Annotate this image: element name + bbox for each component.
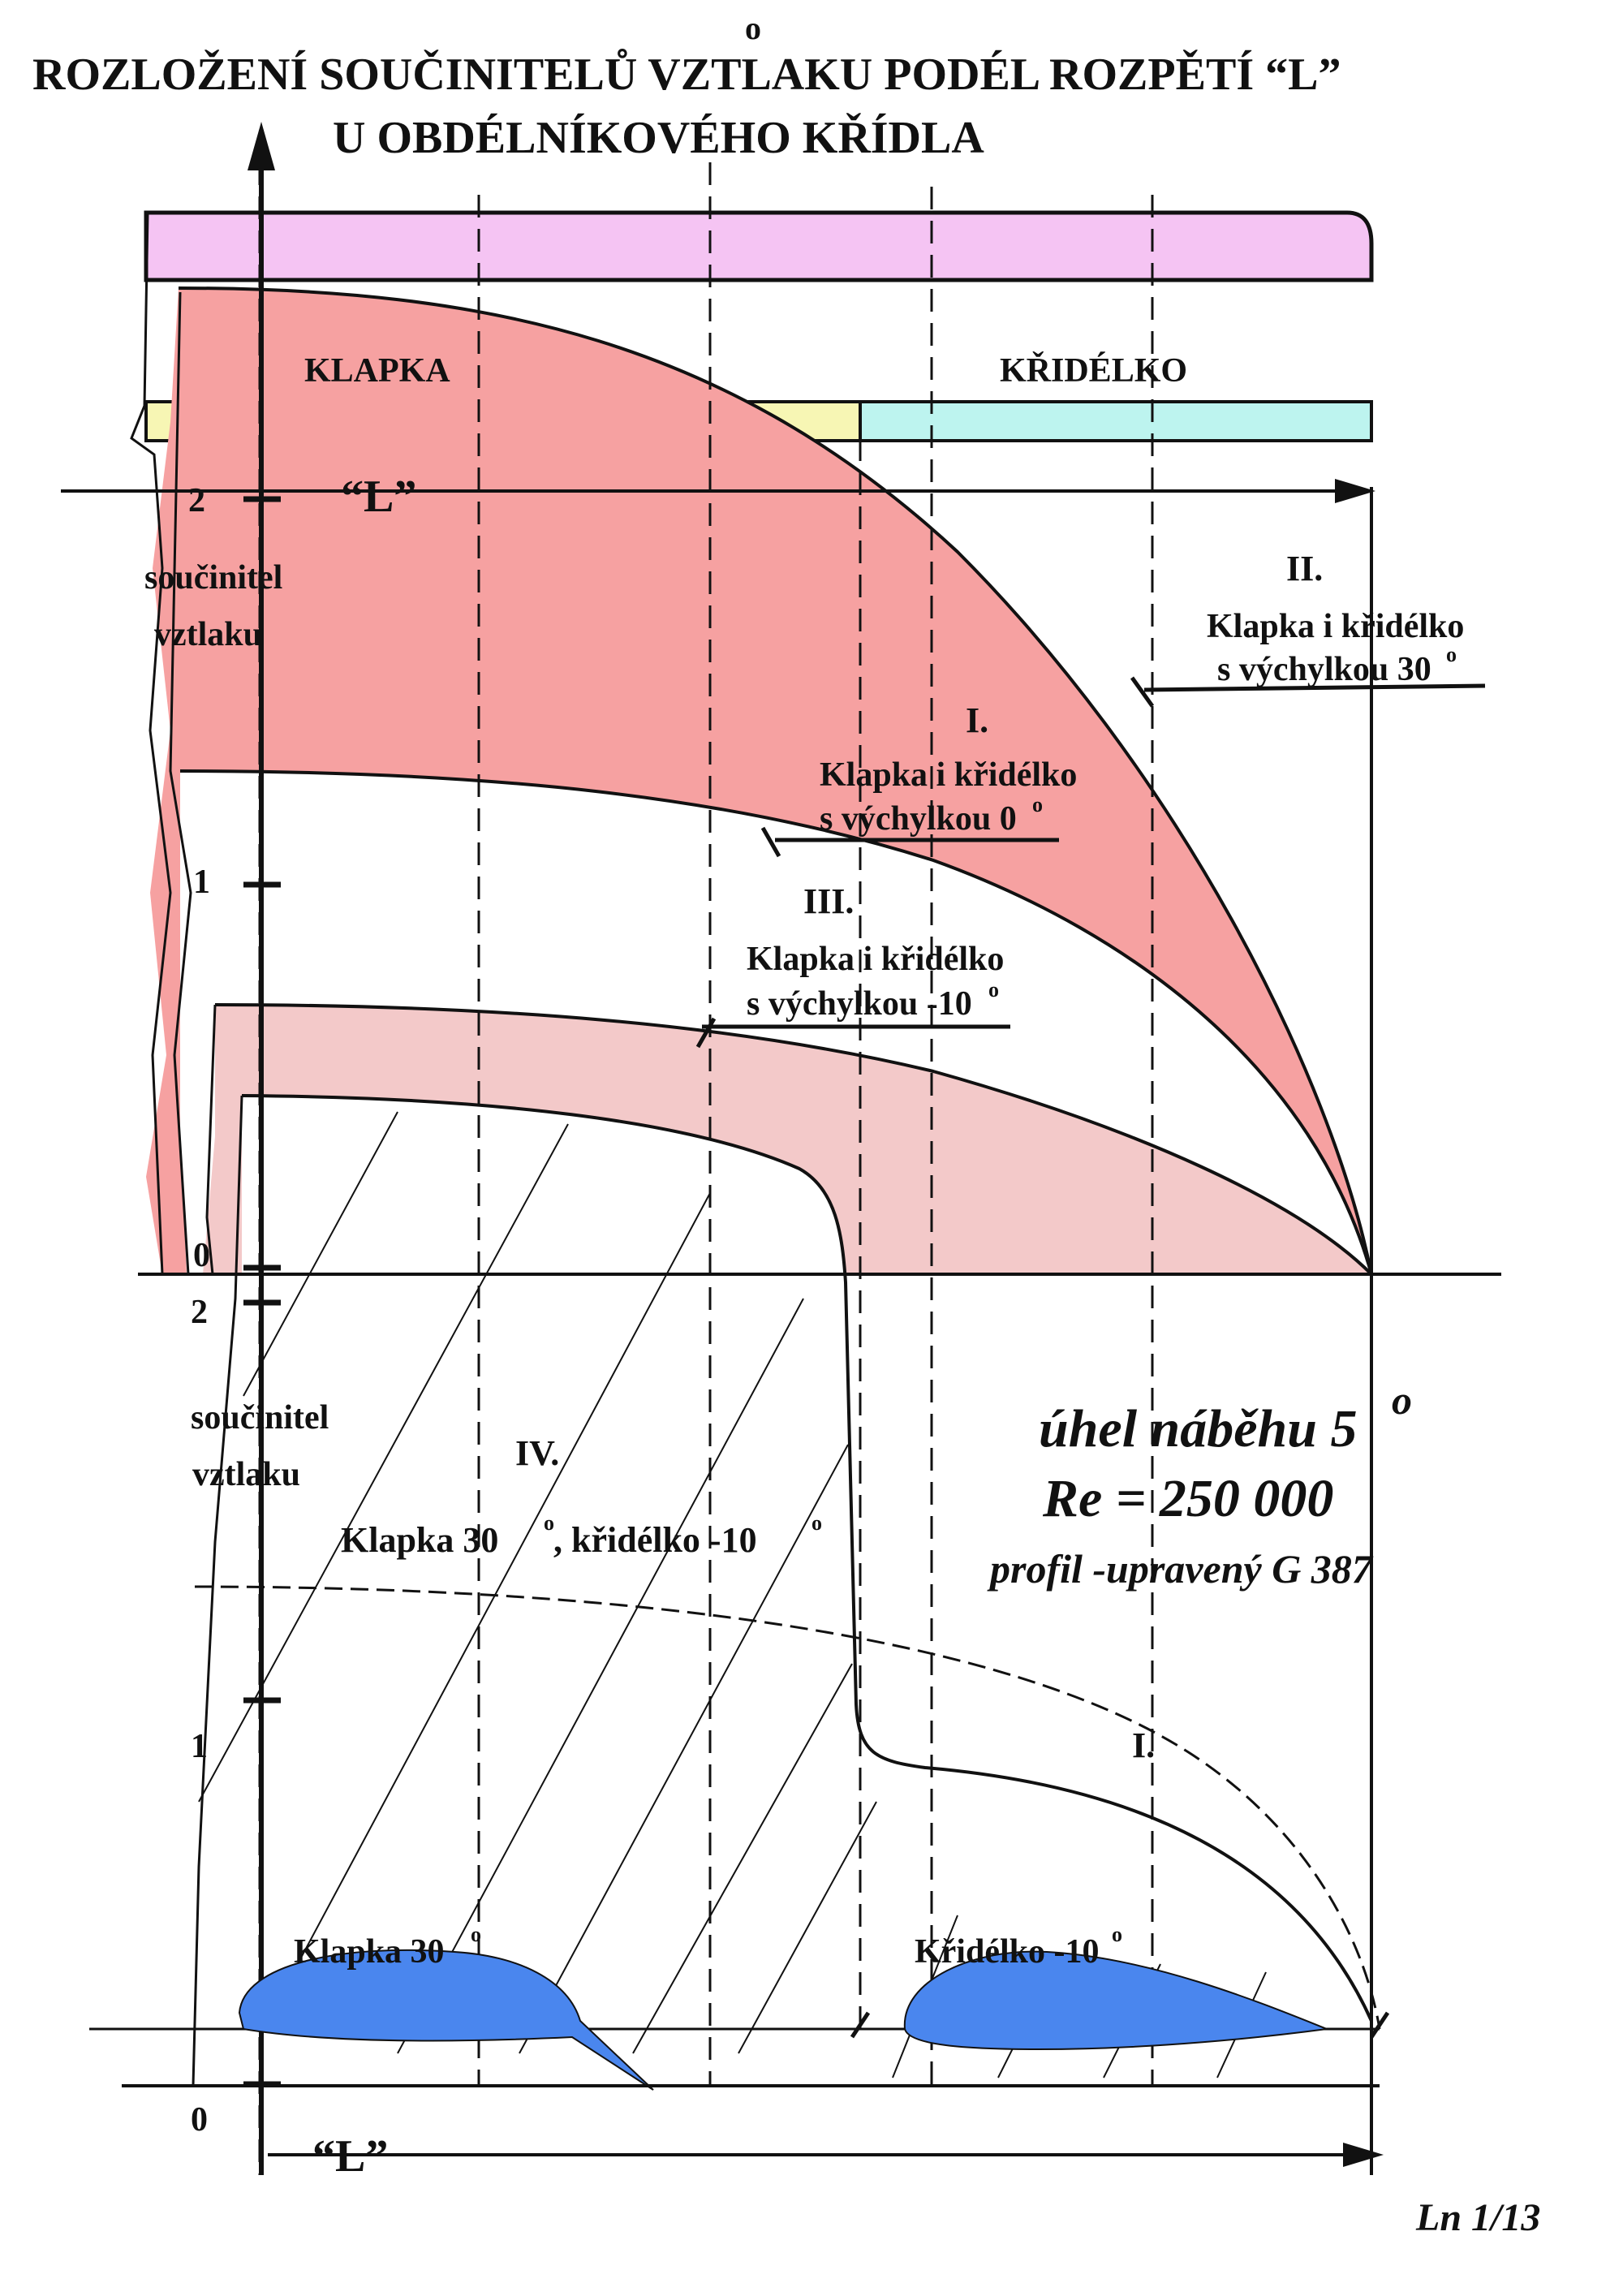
- sheet-number: Ln 1/13: [1415, 2196, 1540, 2239]
- aileron-label: KŘIDÉLKO: [1000, 351, 1187, 390]
- curve-ii-line: [178, 286, 1373, 1275]
- curve-ii-deg: o: [1446, 643, 1457, 666]
- y-axis-arrow: [248, 122, 275, 170]
- upper-span-arrow: [1335, 479, 1375, 503]
- curve-i-desc-1: Klapka i křidélko: [820, 756, 1077, 794]
- curve-iv-desc-b: , křidélko -10: [553, 1520, 757, 1560]
- curve-ii-desc-1: Klapka i křidélko: [1207, 608, 1464, 645]
- curve-iii-line: [214, 1003, 1373, 1276]
- wing-outline: [144, 210, 1374, 282]
- aileron-section-label: Křidélko -10: [915, 1933, 1100, 1971]
- curve-iii-desc-1: Klapka i křidélko: [747, 941, 1004, 978]
- curve-i-lower-dashed: [194, 1585, 1381, 2030]
- lower-curve-i-roman: I.: [1132, 1725, 1155, 1765]
- curve-i-roman: I.: [966, 700, 988, 740]
- angle-of-attack-deg: o: [1392, 1377, 1412, 1423]
- upper-axis-label-2: vztlaku: [154, 616, 262, 653]
- lower-axis-label-2: vztlaku: [192, 1456, 300, 1493]
- aileron-section-deg: o: [1112, 1923, 1122, 1946]
- upper-span-label: “L”: [341, 472, 416, 522]
- curve-i-line: [179, 769, 1373, 1275]
- lower-axis-label-1: součinitel: [191, 1399, 329, 1437]
- upper-axis-label-1: součinitel: [144, 559, 282, 597]
- angle-of-attack: úhel náběhu 5: [1039, 1399, 1357, 1458]
- curve-ii-roman: II.: [1286, 549, 1323, 588]
- flap-section-label: Klapka 30: [294, 1933, 445, 1971]
- profile-name: profil -upravený G 387: [987, 1546, 1374, 1592]
- curve-iv-desc-a: Klapka 30: [341, 1520, 498, 1560]
- left-edge-ragged-2: [169, 291, 192, 1275]
- curve-iv-deg-a: o: [544, 1511, 554, 1535]
- lower-span-arrow: [1343, 2143, 1384, 2167]
- lower-tick-2: 2: [191, 1294, 208, 1331]
- flap-airfoil: [238, 1949, 654, 2091]
- curve-iv-upper-white: [242, 1096, 844, 1274]
- upper-chart: [130, 212, 1381, 2087]
- curve-iv-line: [241, 1094, 1373, 2022]
- curve-ii-desc-2: s výchylkou 30: [1217, 651, 1431, 688]
- curve-iv-deg-b: o: [812, 1511, 822, 1535]
- left-edge-ragged-3: [205, 1004, 217, 1275]
- aileron-airfoil: [903, 1950, 1330, 2051]
- lower-tick-0: 0: [191, 2101, 208, 2139]
- flap-section-deg: o: [471, 1923, 481, 1946]
- y-axis-ticks: [243, 496, 281, 2087]
- upper-tick-0: 0: [193, 1237, 210, 1274]
- lower-tick-1: 1: [191, 1728, 208, 1765]
- curve-iv-roman: IV.: [515, 1433, 559, 1473]
- lower-span-label: “L”: [312, 2131, 388, 2182]
- flap-label: KLAPKA: [304, 352, 450, 390]
- curve-iii-desc-2: s výchylkou -10: [747, 985, 972, 1023]
- curve-iii-deg: o: [988, 978, 999, 1002]
- upper-tick-2: 2: [188, 482, 205, 519]
- left-edge-ragged-1: [130, 212, 172, 1275]
- left-edge-lower: [192, 1095, 243, 2087]
- reynolds-number: Re = 250 000: [1042, 1469, 1333, 1528]
- title-line-2: U OBDÉLNÍKOVÉHO KŘÍDLA: [333, 112, 984, 163]
- title-line-1: ROZLOŽENÍ SOUČINITELŮ VZTLAKU PODÉL ROZP…: [32, 48, 1341, 100]
- curve-i-deg: o: [1032, 793, 1043, 816]
- curve-i-desc-2: s výchylkou 0: [820, 800, 1017, 838]
- curve-iii-roman: III.: [803, 881, 854, 921]
- aileron-strip: [859, 400, 1373, 442]
- leader-lines: [695, 676, 1486, 2039]
- title-ring-accent: o: [745, 10, 761, 46]
- upper-tick-1: 1: [193, 864, 210, 901]
